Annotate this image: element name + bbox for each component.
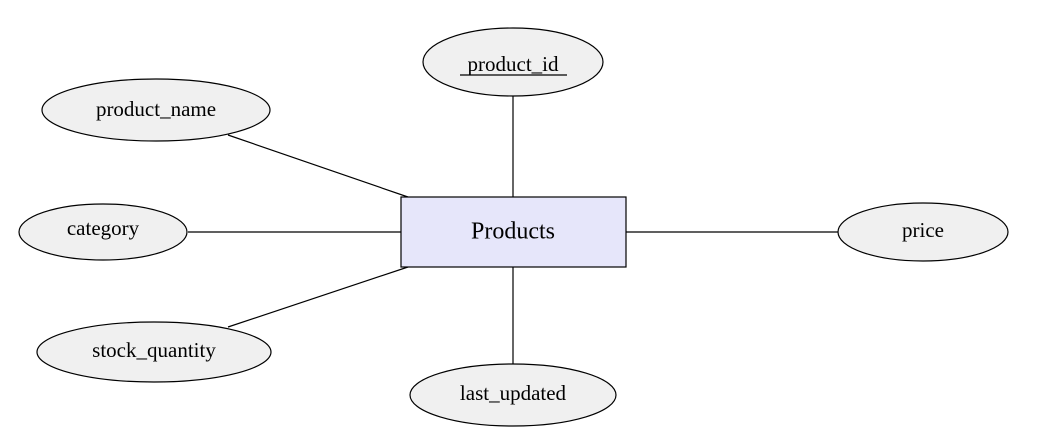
entity-label: Products — [471, 219, 555, 245]
attribute-label-product-name: product_name — [96, 97, 216, 121]
connectors — [188, 96, 839, 367]
connector-product-name — [227, 134, 409, 198]
attribute-label-last-updated: last_updated — [460, 381, 567, 405]
attribute-ellipse — [36, 321, 272, 383]
entity-box — [400, 196, 627, 268]
attribute-ellipse — [409, 363, 617, 427]
attribute-ellipse — [18, 203, 188, 261]
connector-stock-quantity — [227, 266, 409, 328]
attribute-label-price: price — [902, 218, 944, 242]
attribute-price: price — [837, 202, 1009, 262]
attribute-ellipse — [41, 78, 271, 142]
attribute-ellipse — [837, 202, 1009, 262]
attribute-product-name: product_name — [41, 78, 271, 142]
attribute-ellipse — [422, 27, 604, 97]
attribute-stock-quantity: stock_quantity — [36, 321, 272, 383]
attribute-last-updated: last_updated — [409, 363, 617, 427]
attribute-label-category: category — [67, 216, 140, 240]
entity-products: Products — [400, 196, 627, 268]
attribute-category: category — [18, 203, 188, 261]
attribute-label-product-id: product_id — [468, 52, 559, 76]
attribute-product-id: product_id — [422, 27, 604, 97]
attribute-label-stock-quantity: stock_quantity — [92, 338, 216, 362]
